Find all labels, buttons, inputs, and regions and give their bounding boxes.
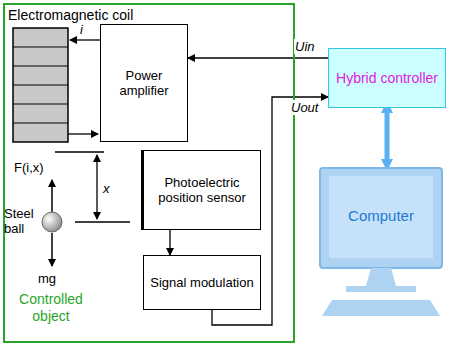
coil-winding <box>13 103 68 104</box>
part-name: Steel ball <box>4 206 38 236</box>
group-label: Controlled object <box>11 291 91 325</box>
dimension-arrow <box>96 155 97 219</box>
signal-name: i <box>80 22 83 37</box>
monitor-shape <box>318 160 444 320</box>
signal-line <box>169 230 170 255</box>
box-label: Photoelectric position sensor <box>144 175 260 205</box>
signal-name: Uin <box>294 39 316 54</box>
force-label: mg <box>38 271 56 286</box>
process-box: Signal modulation <box>143 255 261 310</box>
dimension-label: x <box>103 181 110 196</box>
return-wire <box>68 133 98 134</box>
sensor-box: Photoelectric position sensor <box>143 150 261 230</box>
steel-ball <box>42 212 62 232</box>
signal-line <box>188 57 328 58</box>
part-name: Electromagnetic coil <box>8 8 133 23</box>
icon-label: Computer <box>348 208 414 223</box>
coil-winding <box>13 65 68 66</box>
force-label: F(i,x) <box>14 160 44 175</box>
coil-winding <box>13 46 68 47</box>
controller-box: Hybrid controller <box>328 48 446 108</box>
dimension-tick <box>55 151 104 152</box>
coil-winding <box>13 84 68 85</box>
box-label: Hybrid controller <box>332 70 442 87</box>
data-link <box>385 108 390 164</box>
signal-name: Uout <box>290 100 319 115</box>
dimension-tick <box>75 221 130 222</box>
force-arrow <box>51 180 53 212</box>
process-box: Power amplifier <box>100 24 188 142</box>
current-wire <box>70 39 100 40</box>
electromagnetic-coil <box>13 28 68 142</box>
gravity-arrow <box>51 233 53 266</box>
controlled-object-box: Controlled object Power amplifierPhotoele… <box>3 3 295 343</box>
coil-winding <box>13 122 68 123</box>
computer-icon: Computer <box>318 160 444 320</box>
box-label: Power amplifier <box>101 68 187 98</box>
box-label: Signal modulation <box>146 275 257 290</box>
